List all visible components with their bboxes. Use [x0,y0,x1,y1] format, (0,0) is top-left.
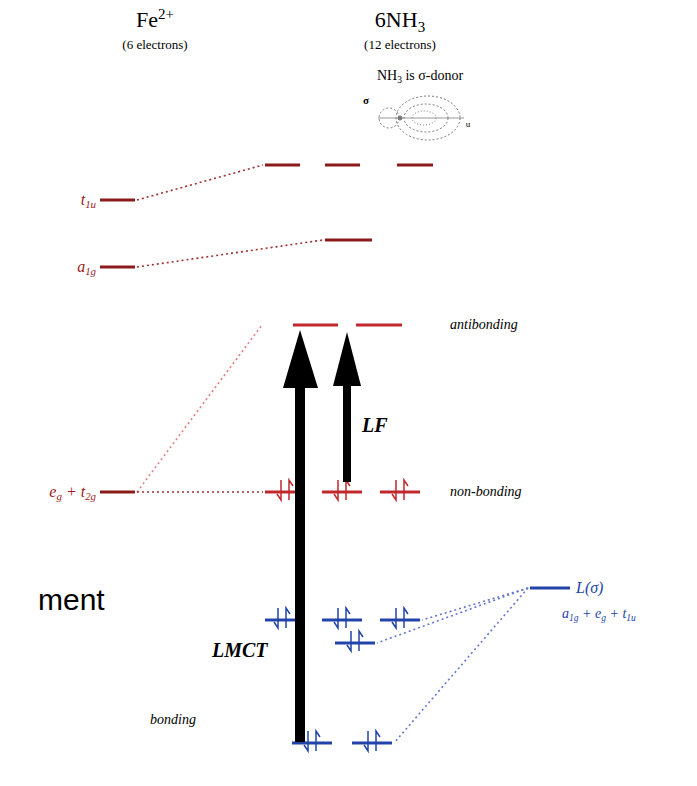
correlation-lines [422,588,528,620]
electron-spin-down [334,480,338,500]
correlation-lines [377,588,528,643]
sigma-orbital-sketch [398,116,402,120]
lmct-arrow [283,330,318,388]
correlation-lines [394,588,528,743]
ligand-note: NH3 is σ-donor [377,68,463,84]
electron-spin-down [347,631,351,651]
orbital-label: a1g + eg + t1u [562,606,636,622]
nonbonding-levels [322,491,362,494]
electron-spin-up [346,608,350,628]
correlation-lines [137,491,263,493]
transition-arrows [283,330,361,742]
correlation-lines [137,240,323,267]
bonding-levels [352,742,392,745]
orbital-symbol: σ [363,94,369,107]
antibonding-levels [325,164,360,167]
orbital-label: eg + t2g [49,483,96,501]
bonding-levels [530,587,570,590]
electron-count: (12 electrons) [364,38,436,53]
level-note: bonding [150,712,196,728]
lf-arrow [343,380,351,482]
electron-spin-up [286,608,290,628]
antibonding-levels [356,324,402,327]
ligand-set: 6NH3 [375,7,425,32]
antibonding-levels [325,239,372,242]
electron-spin-up [404,480,408,500]
electron-spin-up [376,731,380,751]
electron-spin-up [346,480,350,500]
sigma-orbital-sketch [379,108,399,128]
metal-levels [100,199,135,202]
metal-ion: Fe2+ [136,7,174,32]
level-note: non-bonding [450,484,522,500]
sigma-orbital-sketch [404,104,448,132]
lf-arrow [333,332,361,386]
sigma-orbital-sketch [378,118,464,119]
bonding-levels [322,619,362,622]
sigma-orbital-sketch [412,111,436,125]
electron-spin-down [277,480,281,500]
ligand-level-label: L(σ) [576,579,603,597]
electron-count: (6 electrons) [122,38,187,53]
slide-text: ment [38,583,105,618]
electron-spin-down [334,608,338,628]
electron-spin-up [359,631,363,651]
electron-spin-up [316,731,320,751]
electron-spin-up [404,608,408,628]
sigma-orbital-sketch [378,96,464,140]
axis-label: u [466,119,471,129]
bonding-levels [265,588,570,743]
antibonding-levels [265,165,433,325]
correlation-lines [137,325,262,492]
transition-label: LMCT [212,639,268,662]
bonding-levels [380,619,420,622]
orbital-label: a1g [77,258,96,276]
electron-arrows [274,480,408,751]
electron-spin-down [274,608,278,628]
metal-levels [100,266,135,269]
electron-spin-up [289,480,293,500]
correlation-lines [137,165,263,200]
level-note: antibonding [450,317,518,333]
transition-label: LF [362,414,388,437]
metal-levels [100,491,135,494]
electron-spin-down [364,731,368,751]
bonding-levels [265,619,300,622]
nonbonding-levels [380,491,420,494]
metal-levels [100,200,135,492]
antibonding-levels [397,164,433,167]
bonding-levels [335,642,375,645]
orbital-label: t1u [81,191,96,209]
electron-spin-down [392,608,396,628]
sigma-orbital-sketch [396,96,460,140]
electron-spin-down [392,480,396,500]
antibonding-levels [265,164,300,167]
antibonding-levels [293,324,338,327]
correlation-lines [137,165,528,743]
lmct-arrow [295,380,305,742]
